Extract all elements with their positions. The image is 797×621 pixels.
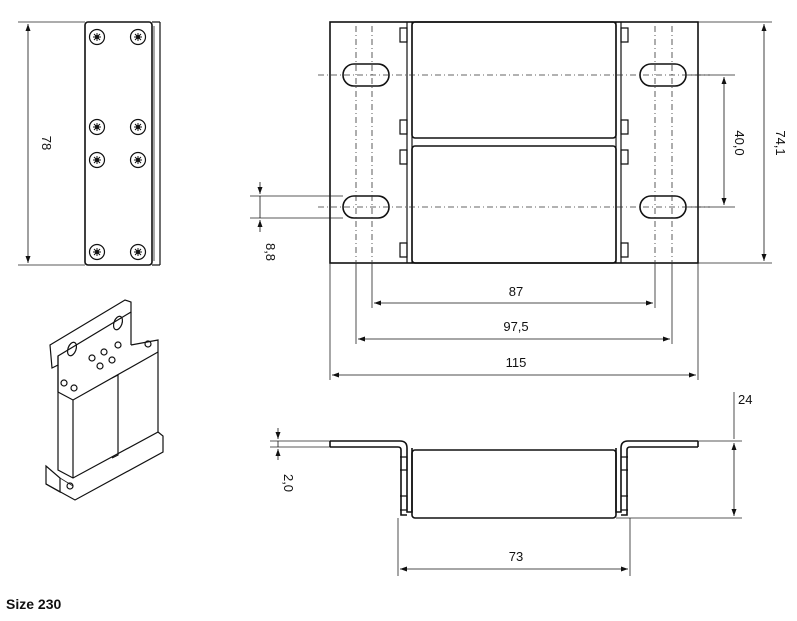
size-caption: Size 230 [6, 596, 62, 612]
side-view: 78 [18, 21, 161, 266]
housing-lower [411, 145, 617, 264]
dimension-73: 73 [509, 549, 523, 564]
slot-icon [112, 315, 124, 331]
slot-icon [66, 341, 78, 357]
housing-profile [411, 449, 617, 519]
front-view: 40,0 74,1 8,8 87 97,5 115 [250, 21, 788, 380]
dimension-74-1: 74,1 [773, 130, 788, 155]
profile-view: 2,0 24 73 [270, 392, 752, 576]
housing-upper [411, 21, 617, 139]
dimension-87: 87 [509, 284, 523, 299]
dimension-78: 78 [39, 136, 54, 150]
dimension-2-0: 2,0 [281, 474, 296, 492]
screw-icon [60, 340, 152, 490]
dimension-97-5: 97,5 [503, 319, 528, 334]
isometric-view [45, 299, 164, 501]
dimension-115: 115 [506, 355, 527, 370]
bracket-outline [329, 21, 699, 264]
side-plate-outline [84, 21, 153, 266]
dimension-8-8: 8,8 [263, 243, 278, 261]
dimension-40-0: 40,0 [732, 130, 747, 155]
screw-icon [88, 28, 147, 261]
dimension-24: 24 [738, 392, 752, 407]
